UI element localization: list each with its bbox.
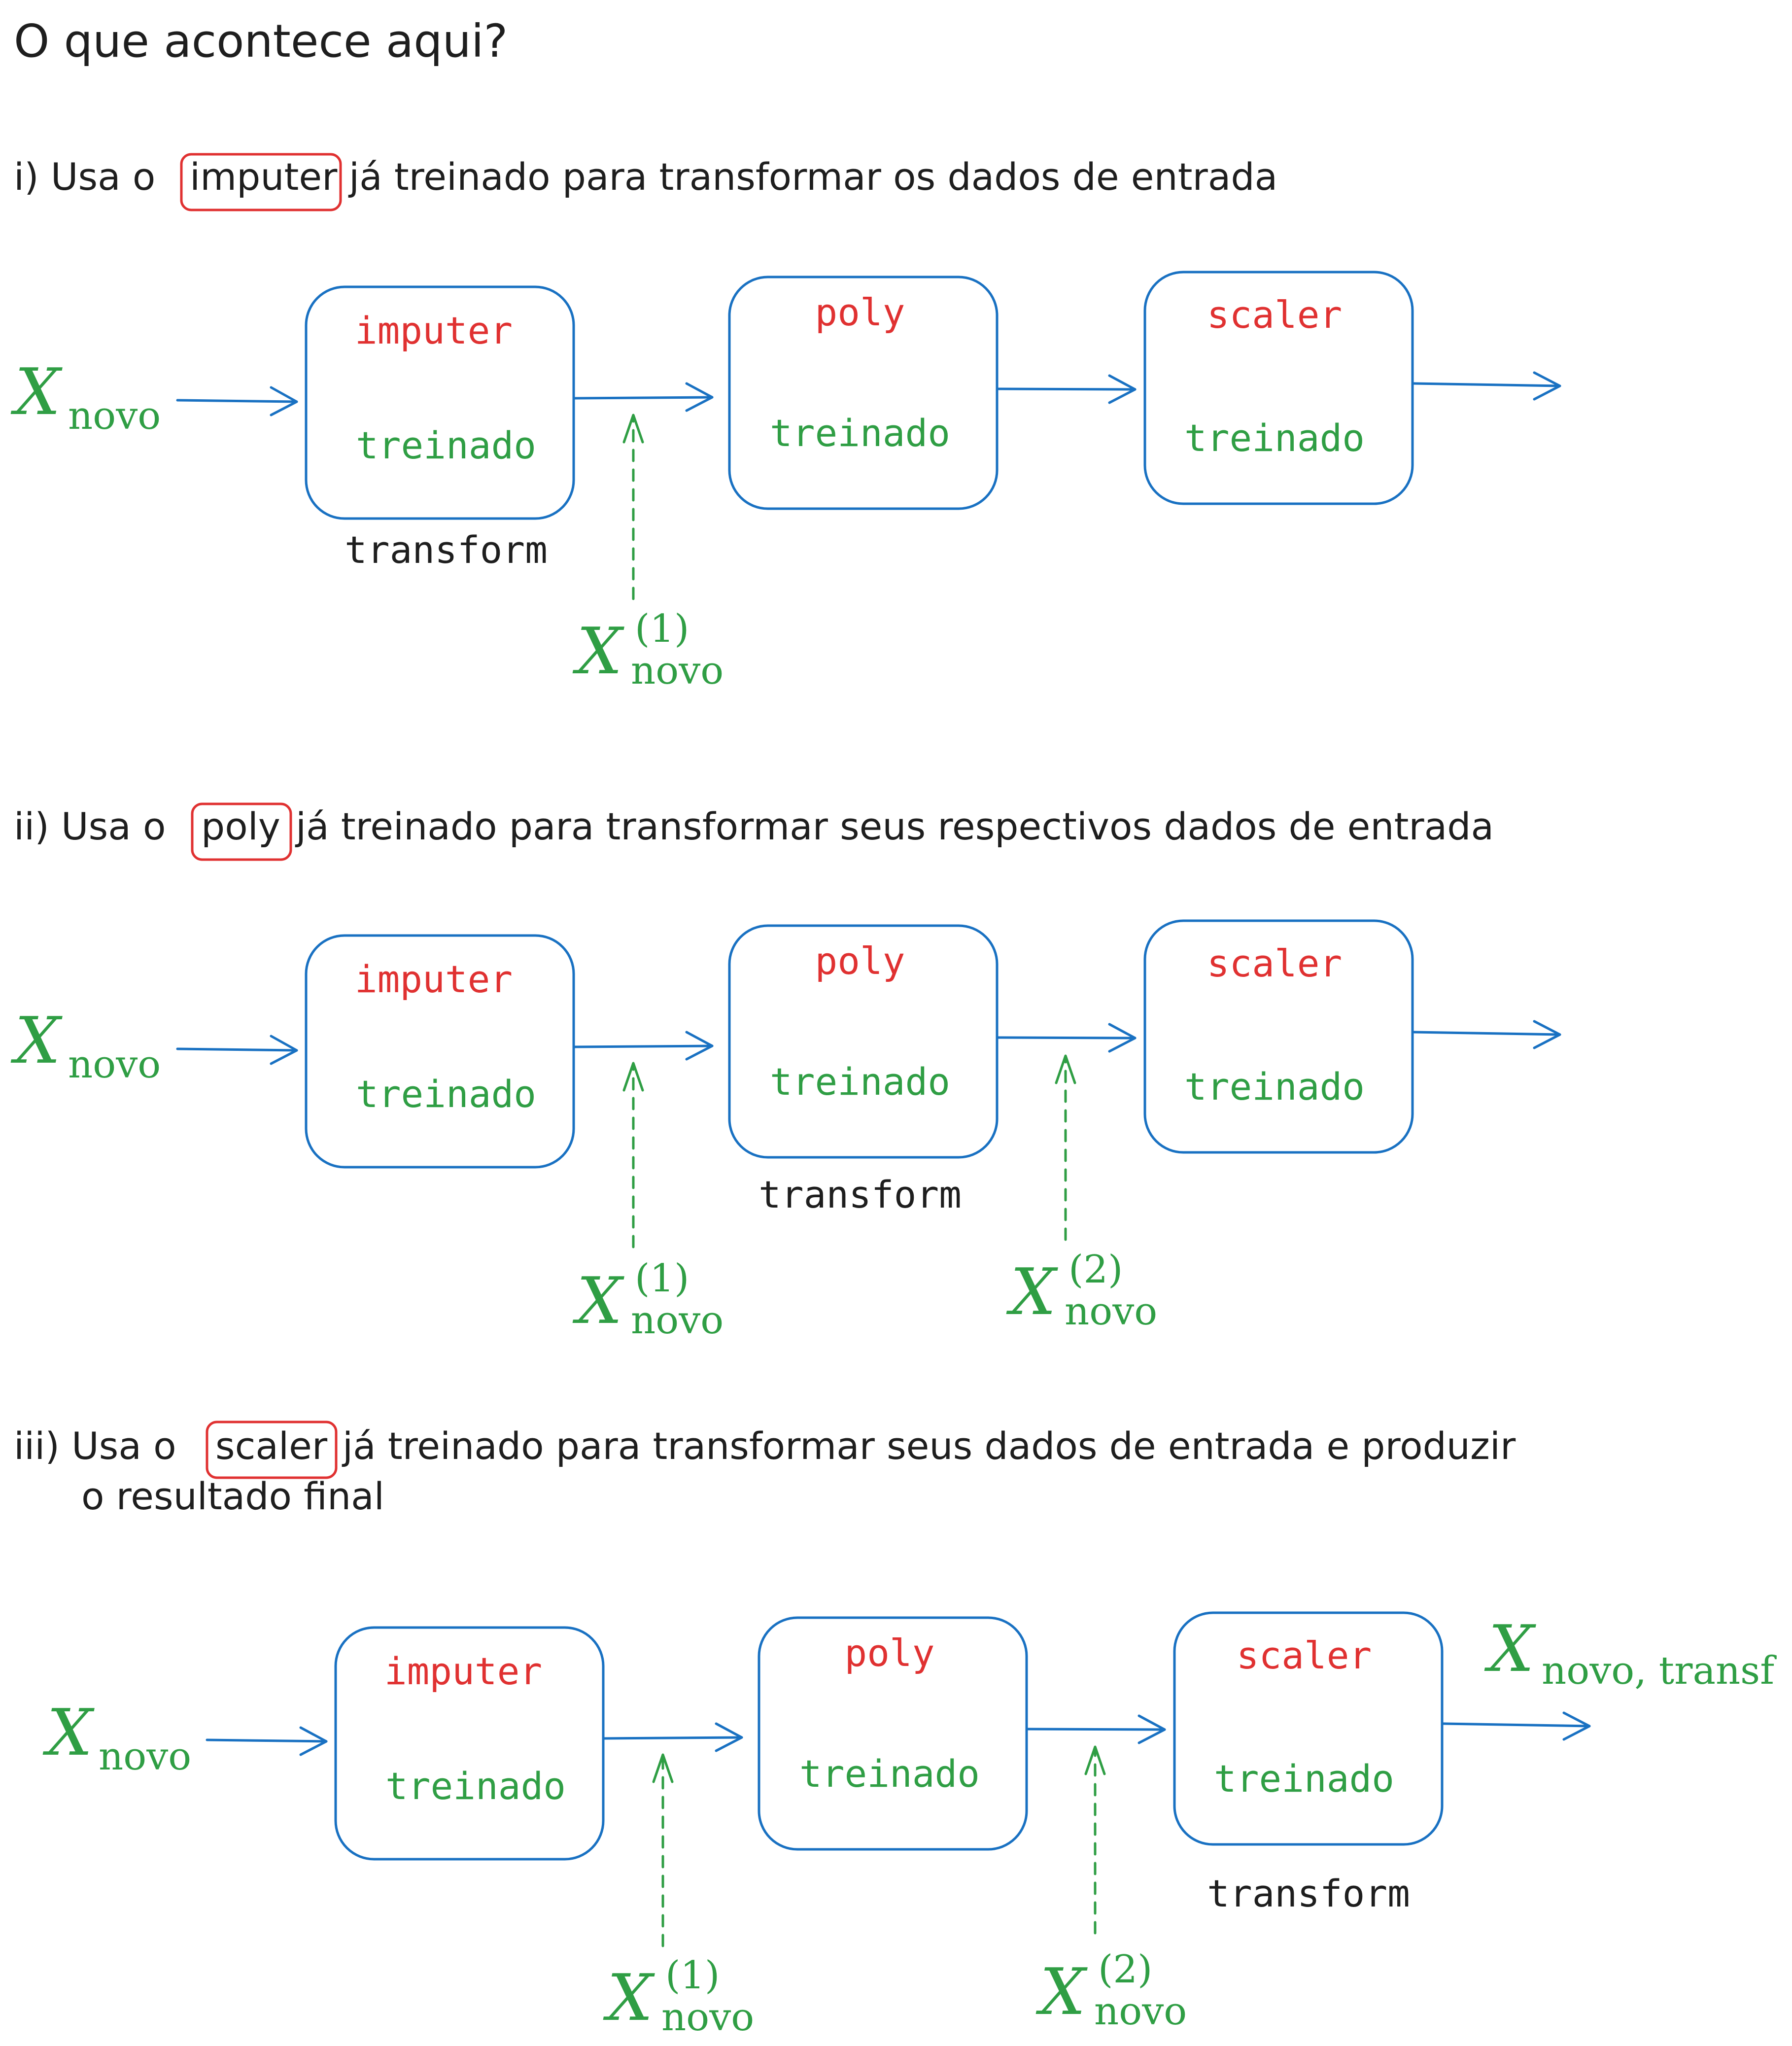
- section-ii-x2-base: X: [1006, 1254, 1058, 1329]
- section-ii-x1-sup: (1): [635, 1256, 689, 1301]
- section-i-x1-base: X: [572, 614, 624, 689]
- section-ii-x1-label: X (1) novo: [572, 1256, 724, 1343]
- section-iii-box-imputer: imputer treinado: [334, 1626, 605, 1861]
- box-state-label: treinado: [356, 423, 536, 467]
- section-ii-post-text: já treinado para transformar seus respec…: [295, 804, 1494, 848]
- box-name-label: scaler: [1207, 941, 1343, 985]
- section-i: i) Usa o imputer já treinado para transf…: [10, 153, 1561, 693]
- section-iii: iii) Usa o scaler já treinado para trans…: [14, 1421, 1777, 2040]
- box-name-label: poly: [844, 1631, 934, 1675]
- box-state-label: treinado: [1184, 416, 1365, 460]
- section-iii-output-base: X: [1484, 1611, 1536, 1686]
- section-i-input-x: X: [10, 354, 63, 429]
- section-iii-dashed-arrow-2: [1084, 1745, 1106, 1935]
- section-ii-box-imputer: imputer treinado: [305, 934, 575, 1169]
- section-ii-x2-sup: (2): [1068, 1248, 1123, 1292]
- section-iii-highlight-text: scaler: [215, 1424, 328, 1468]
- section-iii-post-text: já treinado para transformar seus dados …: [342, 1424, 1516, 1468]
- box-name-label: poly: [815, 939, 905, 983]
- section-i-highlight-text: imputer: [190, 155, 338, 199]
- section-iii-output-label: X novo, transf: [1484, 1611, 1777, 1693]
- section-iii-x2-sup: (2): [1098, 1947, 1153, 1992]
- page-title: O que acontece aqui?: [14, 15, 508, 68]
- section-ii-arrow-output: [1413, 1020, 1561, 1049]
- box-name-label: imputer: [355, 957, 513, 1001]
- section-iii-arrow-input: [206, 1726, 328, 1756]
- box-state-label: treinado: [1184, 1065, 1365, 1109]
- box-name-label: imputer: [355, 309, 513, 352]
- section-iii-x1-sup: (1): [665, 1953, 720, 1998]
- section-ii-arrow-2: [997, 1023, 1137, 1053]
- section-i-box-scaler: scaler treinado: [1143, 271, 1414, 505]
- section-iii-x2-sub: novo: [1094, 1989, 1187, 2034]
- section-iii-x2-base: X: [1035, 1954, 1088, 2029]
- box-state-label: treinado: [1214, 1757, 1394, 1801]
- section-iii-dashed-arrow-1: [652, 1753, 674, 1947]
- section-iii-output-sub: novo, transf: [1542, 1649, 1777, 1693]
- box-state-label: treinado: [799, 1752, 980, 1796]
- section-i-x1-sub: novo: [631, 649, 724, 693]
- section-i-pre-text: i) Usa o: [14, 155, 155, 199]
- section-ii-pre-text: ii) Usa o: [14, 804, 166, 848]
- box-name-label: scaler: [1237, 1633, 1372, 1677]
- section-iii-arrow-output: [1442, 1711, 1591, 1741]
- section-iii-x2-label: X (2) novo: [1035, 1947, 1187, 2034]
- section-iii-arrow-2: [1026, 1714, 1166, 1744]
- section-ii-dashed-arrow-1: [622, 1062, 644, 1248]
- section-i-post-text: já treinado para transformar os dados de…: [348, 155, 1277, 199]
- section-iii-x1-label: X (1) novo: [603, 1953, 754, 2040]
- section-ii-box-poly: poly treinado: [728, 924, 999, 1159]
- section-ii-input-sub: novo: [68, 1042, 161, 1087]
- box-state-label: treinado: [770, 1060, 950, 1104]
- section-iii-transform-label: transform: [1207, 1872, 1410, 1915]
- section-ii-x1-base: X: [572, 1263, 624, 1338]
- section-iii-x1-base: X: [603, 1960, 655, 2035]
- box-name-label: poly: [815, 290, 905, 334]
- section-ii-x2-sub: novo: [1065, 1289, 1157, 1334]
- section-iii-post-text-line2: o resultado final: [81, 1474, 384, 1518]
- box-state-label: treinado: [770, 411, 950, 455]
- section-iii-x1-sub: novo: [661, 1995, 754, 2040]
- section-iii-arrow-1: [602, 1722, 743, 1752]
- section-i-x1-sup: (1): [635, 607, 689, 651]
- box-state-label: treinado: [356, 1072, 536, 1116]
- section-ii-x1-sub: novo: [631, 1298, 724, 1343]
- box-name-label: imputer: [384, 1649, 542, 1693]
- section-ii-input-x: X: [10, 1003, 63, 1078]
- section-i-input-sub: novo: [68, 394, 161, 438]
- section-i-arrow-1: [573, 382, 714, 412]
- section-ii-dashed-arrow-2: [1055, 1054, 1076, 1241]
- section-i-box-imputer: imputer treinado: [305, 285, 575, 520]
- section-i-x1-label: X (1) novo: [572, 607, 724, 693]
- section-iii-input-x: X: [42, 1695, 95, 1770]
- section-iii-box-poly: poly treinado: [758, 1616, 1028, 1851]
- section-ii-arrow-1: [573, 1031, 714, 1061]
- section-iii-box-scaler: scaler treinado: [1173, 1611, 1444, 1846]
- section-ii-highlight-text: poly: [201, 804, 280, 848]
- section-i-box-poly: poly treinado: [728, 276, 999, 510]
- section-ii-arrow-input: [176, 1035, 298, 1065]
- section-i-transform-label: transform: [345, 528, 548, 572]
- section-ii-transform-label: transform: [758, 1173, 962, 1216]
- section-i-arrow-output: [1413, 371, 1561, 401]
- section-iii-pre-text: iii) Usa o: [14, 1424, 176, 1468]
- box-name-label: scaler: [1207, 293, 1343, 337]
- section-i-arrow-input: [176, 386, 298, 416]
- section-i-highlight-frame: [180, 153, 342, 211]
- section-ii-highlight-frame: [191, 802, 292, 861]
- box-state-label: treinado: [385, 1764, 566, 1808]
- section-i-arrow-2: [997, 374, 1137, 404]
- section-iii-input-sub: novo: [99, 1734, 191, 1779]
- section-ii-x2-label: X (2) novo: [1006, 1248, 1157, 1334]
- section-i-dashed-arrow-1: [622, 414, 644, 600]
- section-ii: ii) Usa o poly já treinado para transfor…: [10, 802, 1561, 1343]
- section-iii-highlight-frame: [206, 1421, 338, 1479]
- section-ii-box-scaler: scaler treinado: [1143, 919, 1414, 1154]
